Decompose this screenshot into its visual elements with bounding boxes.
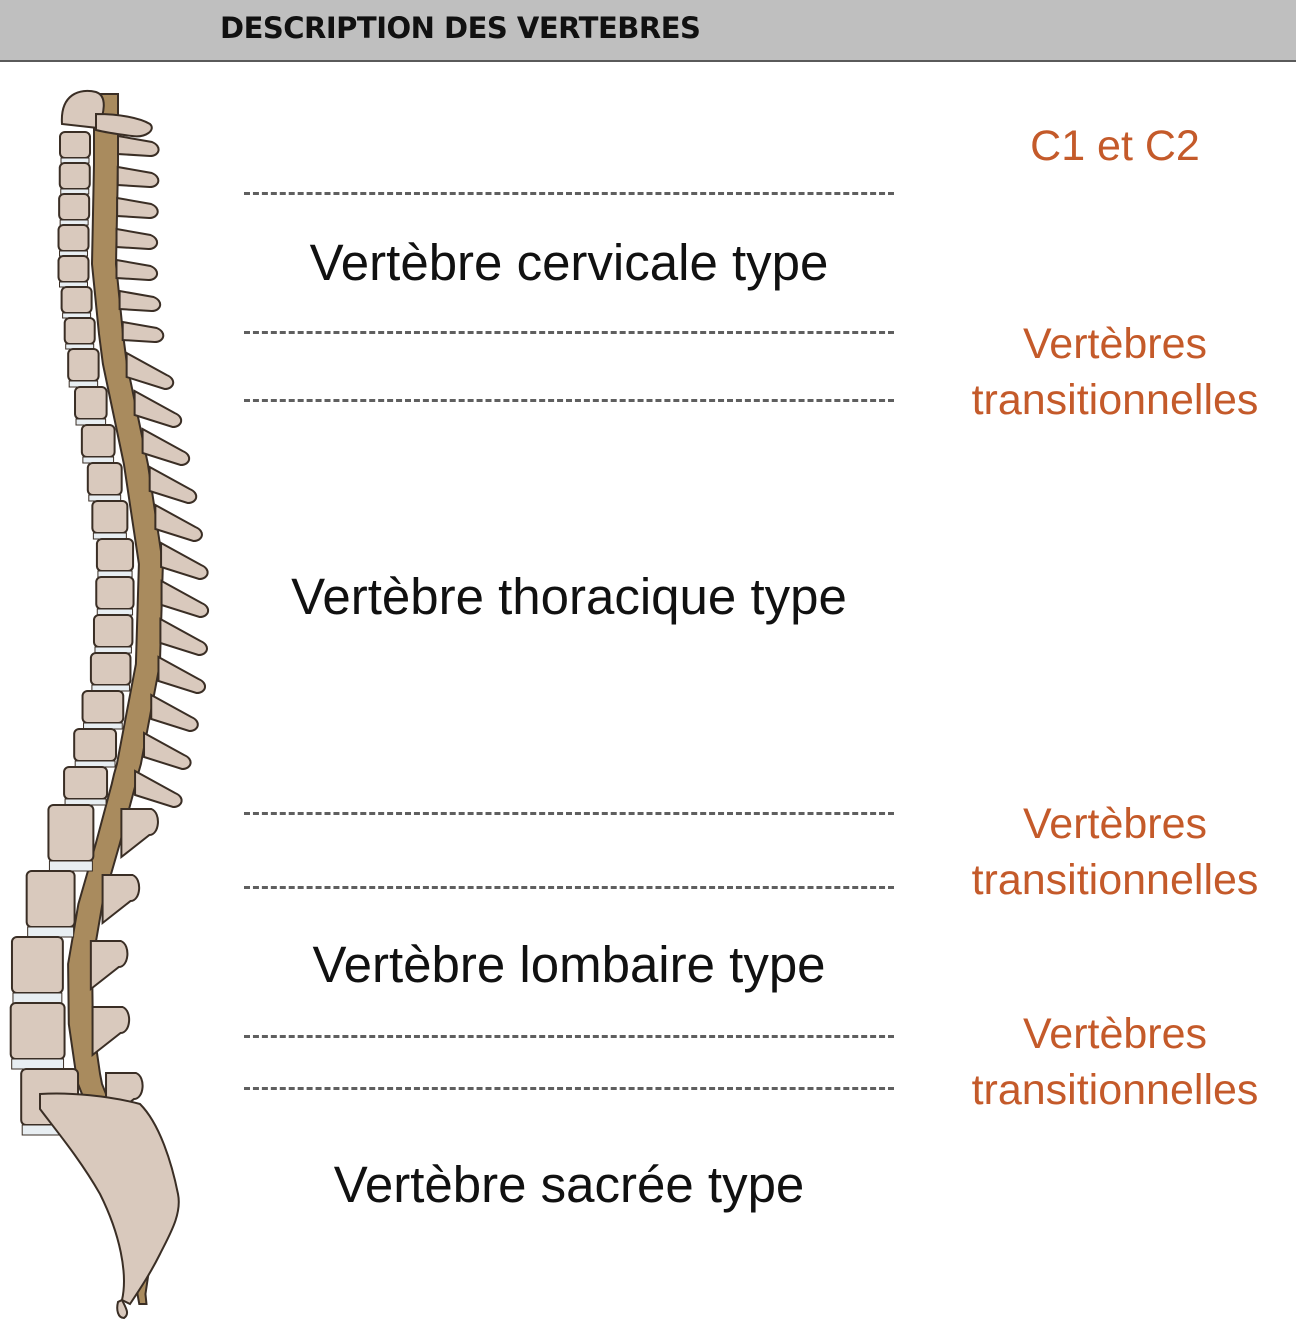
- vertebra: [57, 224, 90, 252]
- intervertebral-disc: [11, 1058, 65, 1070]
- separator-line: [244, 1087, 894, 1090]
- spinous-process: [116, 165, 160, 189]
- spinous-process: [148, 465, 198, 505]
- spinous-process: [118, 289, 162, 313]
- intervertebral-disc: [48, 860, 93, 872]
- vertebra: [58, 162, 91, 190]
- separator-line: [244, 331, 894, 334]
- vertebra: [91, 500, 129, 534]
- spine-illustration: [9, 89, 210, 1319]
- spinous-process: [134, 769, 183, 809]
- spinous-process: [115, 227, 159, 251]
- intervertebral-disc: [27, 926, 75, 938]
- spinous-process: [120, 808, 159, 860]
- spinous-process: [150, 693, 199, 733]
- spinous-process: [141, 427, 191, 467]
- separator-line: [244, 812, 894, 815]
- vertebra: [80, 424, 116, 458]
- vertebra: [74, 386, 108, 420]
- vertebra: [63, 766, 109, 800]
- vertebra: [47, 804, 95, 862]
- spinous-process: [133, 389, 183, 429]
- separator-line: [244, 1035, 894, 1038]
- region-label-lumbar: Vertèbre lombaire type: [312, 936, 826, 993]
- vertebra: [86, 462, 123, 496]
- vertebra: [58, 193, 91, 221]
- side-label-transitional: Vertèbres transitionnelles: [940, 1006, 1290, 1118]
- region-label-cervical: Vertèbre cervicale type: [309, 234, 829, 291]
- vertebra: [59, 131, 91, 159]
- coccyx: [116, 1298, 129, 1319]
- spinous-process: [91, 1006, 131, 1058]
- spinous-process: [115, 258, 158, 282]
- vertebra: [67, 348, 100, 382]
- side-label-transitional: Vertèbres transitionnelles: [940, 796, 1290, 908]
- spinous-process: [157, 655, 206, 695]
- side-label-line: transitionnelles: [971, 856, 1259, 904]
- spinous-process: [154, 503, 203, 543]
- spinous-process: [125, 351, 175, 391]
- spinous-process: [160, 579, 210, 619]
- vertebra: [95, 538, 135, 572]
- intervertebral-disc: [12, 992, 63, 1004]
- spinous-process: [101, 874, 141, 926]
- sacrum: [39, 1092, 180, 1306]
- vertebra: [60, 286, 93, 314]
- vertebra: [63, 317, 96, 345]
- vertebra: [89, 652, 132, 686]
- region-label-sacral: Vertèbre sacrée type: [333, 1156, 805, 1213]
- separator-line: [244, 886, 894, 889]
- side-label-line: Vertèbres: [1022, 320, 1208, 368]
- header-bar: DESCRIPTION DES VERTEBRES: [0, 0, 1296, 62]
- spinous-process: [116, 196, 159, 220]
- spinous-process: [89, 940, 129, 992]
- spinous-process: [159, 617, 208, 657]
- vertebra: [81, 690, 125, 724]
- side-label-line: Vertèbres: [1022, 800, 1208, 848]
- vertebra: [95, 576, 135, 610]
- side-label-line: transitionnelles: [971, 376, 1259, 424]
- page-title: DESCRIPTION DES VERTEBRES: [220, 11, 701, 45]
- side-label-line: Vertèbres: [1022, 1010, 1208, 1058]
- spinous-process: [121, 320, 165, 344]
- vertebra: [92, 614, 134, 648]
- spinous-process: [117, 134, 160, 158]
- spinous-process: [160, 541, 209, 581]
- separator-line: [244, 192, 894, 195]
- atlas-process: [95, 112, 153, 138]
- region-label-thoracic: Vertèbre thoracique type: [291, 568, 847, 625]
- side-label-line: transitionnelles: [971, 1066, 1259, 1114]
- vertebra: [9, 1002, 66, 1060]
- vertebra: [57, 255, 90, 283]
- vertebra: [25, 870, 76, 928]
- separator-line: [244, 399, 894, 402]
- vertebra: [10, 936, 64, 994]
- vertebra: [73, 728, 118, 762]
- side-label-c1c2: C1 et C2: [1030, 122, 1200, 170]
- side-label-transitional: Vertèbres transitionnelles: [940, 316, 1290, 428]
- spinous-process: [143, 731, 192, 771]
